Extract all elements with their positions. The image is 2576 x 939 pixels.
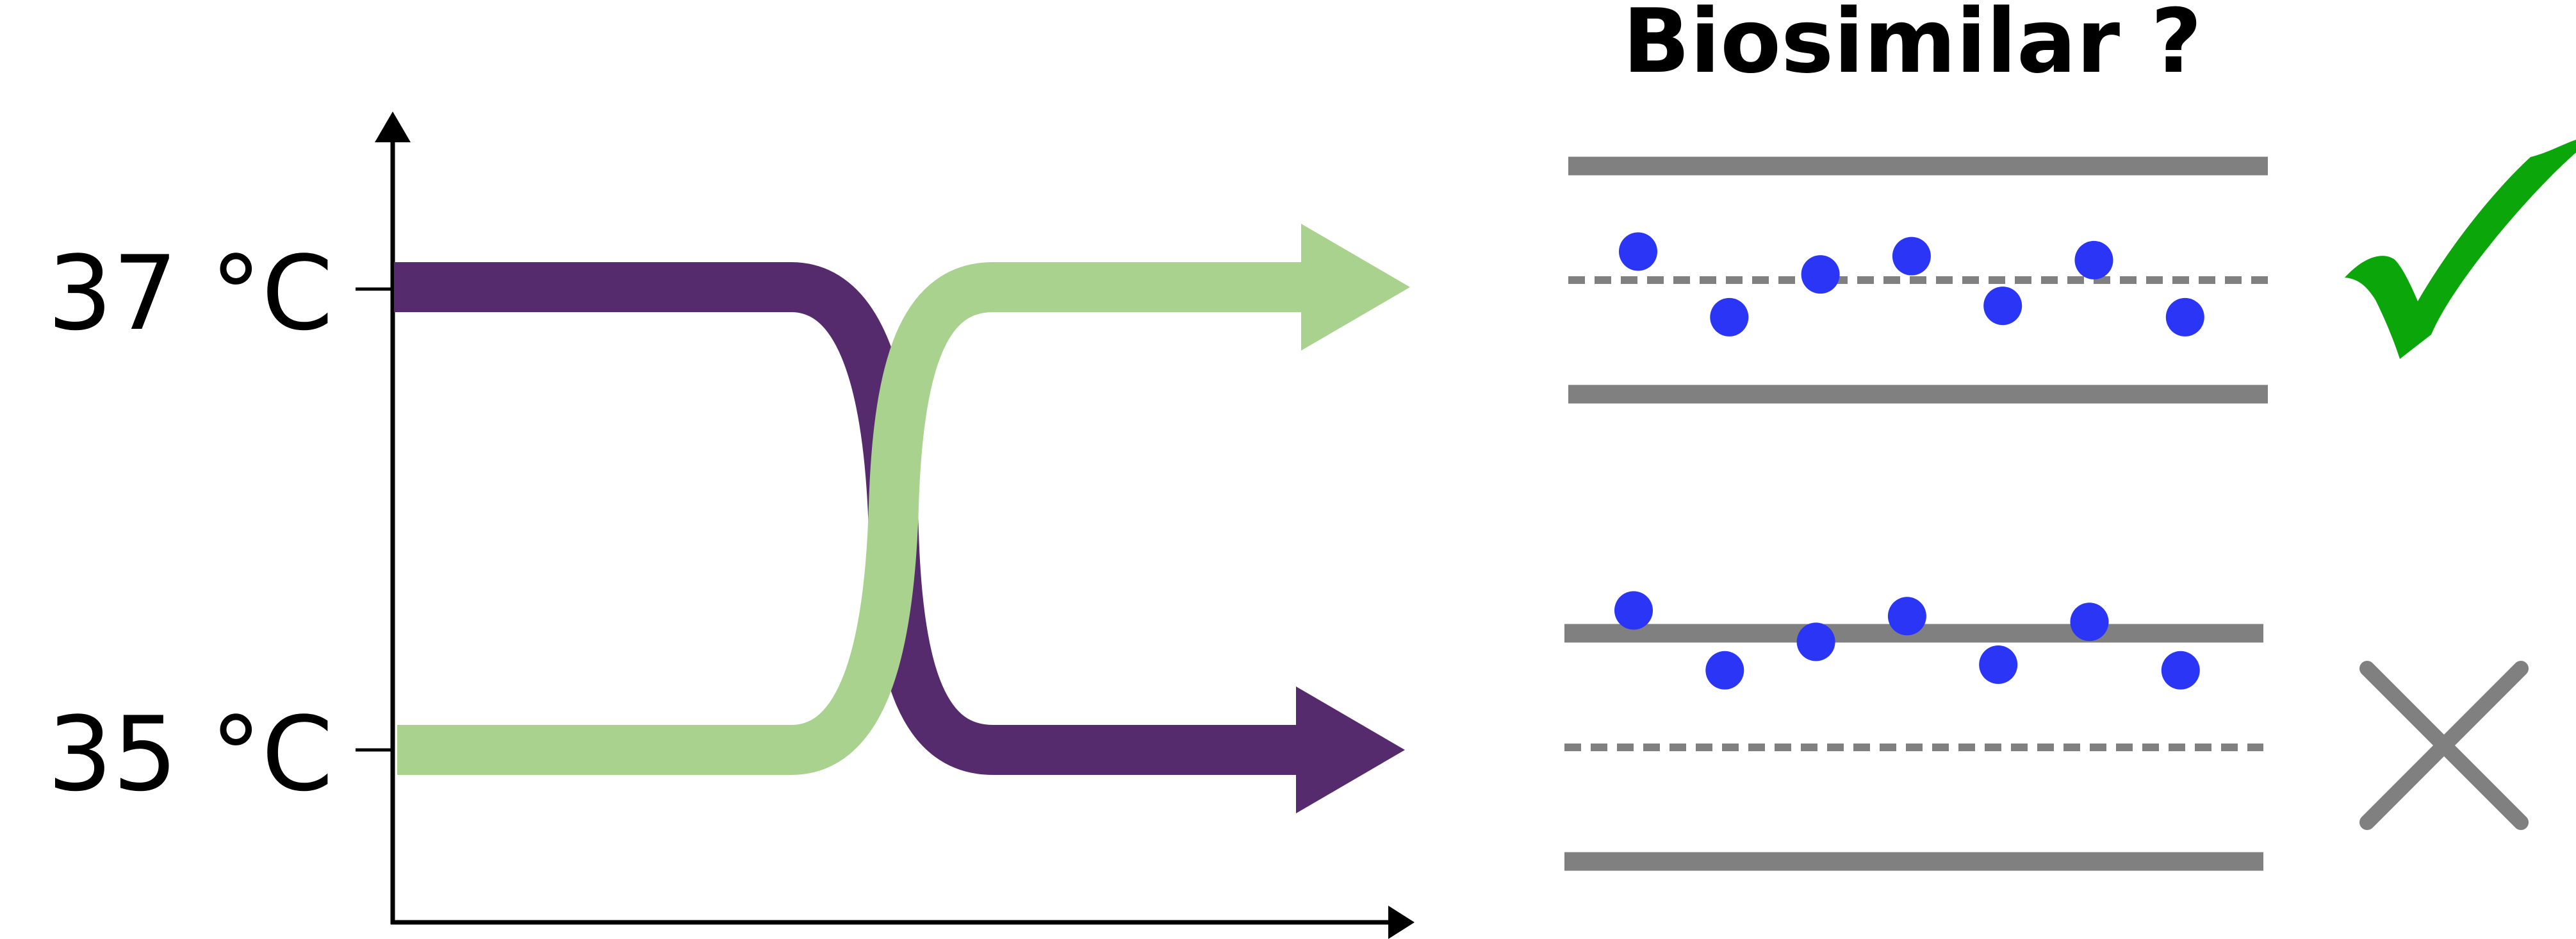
data-point <box>2074 240 2113 279</box>
data-points-group <box>1619 232 2204 337</box>
diagram-title: Biosimilar ? <box>1623 0 2202 93</box>
shift-down-arrowhead <box>1296 686 1405 813</box>
data-point <box>1710 297 1749 337</box>
data-points-group <box>1614 591 2200 690</box>
temperature-shift-curves <box>394 224 1410 813</box>
comparison-panel-rejected <box>1564 591 2263 871</box>
data-point <box>1983 287 2022 326</box>
data-point <box>2165 297 2204 337</box>
check-icon <box>2345 140 2576 359</box>
data-point <box>1614 591 1653 630</box>
comparison-panel-accepted <box>1568 156 2268 404</box>
data-point <box>2161 651 2200 690</box>
data-point <box>2070 602 2109 642</box>
data-point <box>1979 645 2018 684</box>
data-point <box>1887 597 1926 636</box>
data-point <box>1801 255 1840 294</box>
shift-up-curve <box>397 262 1310 775</box>
temperature-axes <box>356 112 1415 939</box>
y-axis-arrowhead <box>375 112 411 142</box>
data-point <box>1705 651 1744 690</box>
x-axis-arrowhead <box>1388 906 1415 939</box>
y-tick-label-35: 35 °C <box>47 694 333 814</box>
data-point <box>1892 237 1931 276</box>
data-point <box>1796 622 1835 661</box>
shift-up-arrowhead <box>1301 224 1410 351</box>
data-point <box>1619 232 1657 271</box>
y-tick-label-37: 37 °C <box>47 233 333 353</box>
cross-icon <box>2359 661 2529 830</box>
